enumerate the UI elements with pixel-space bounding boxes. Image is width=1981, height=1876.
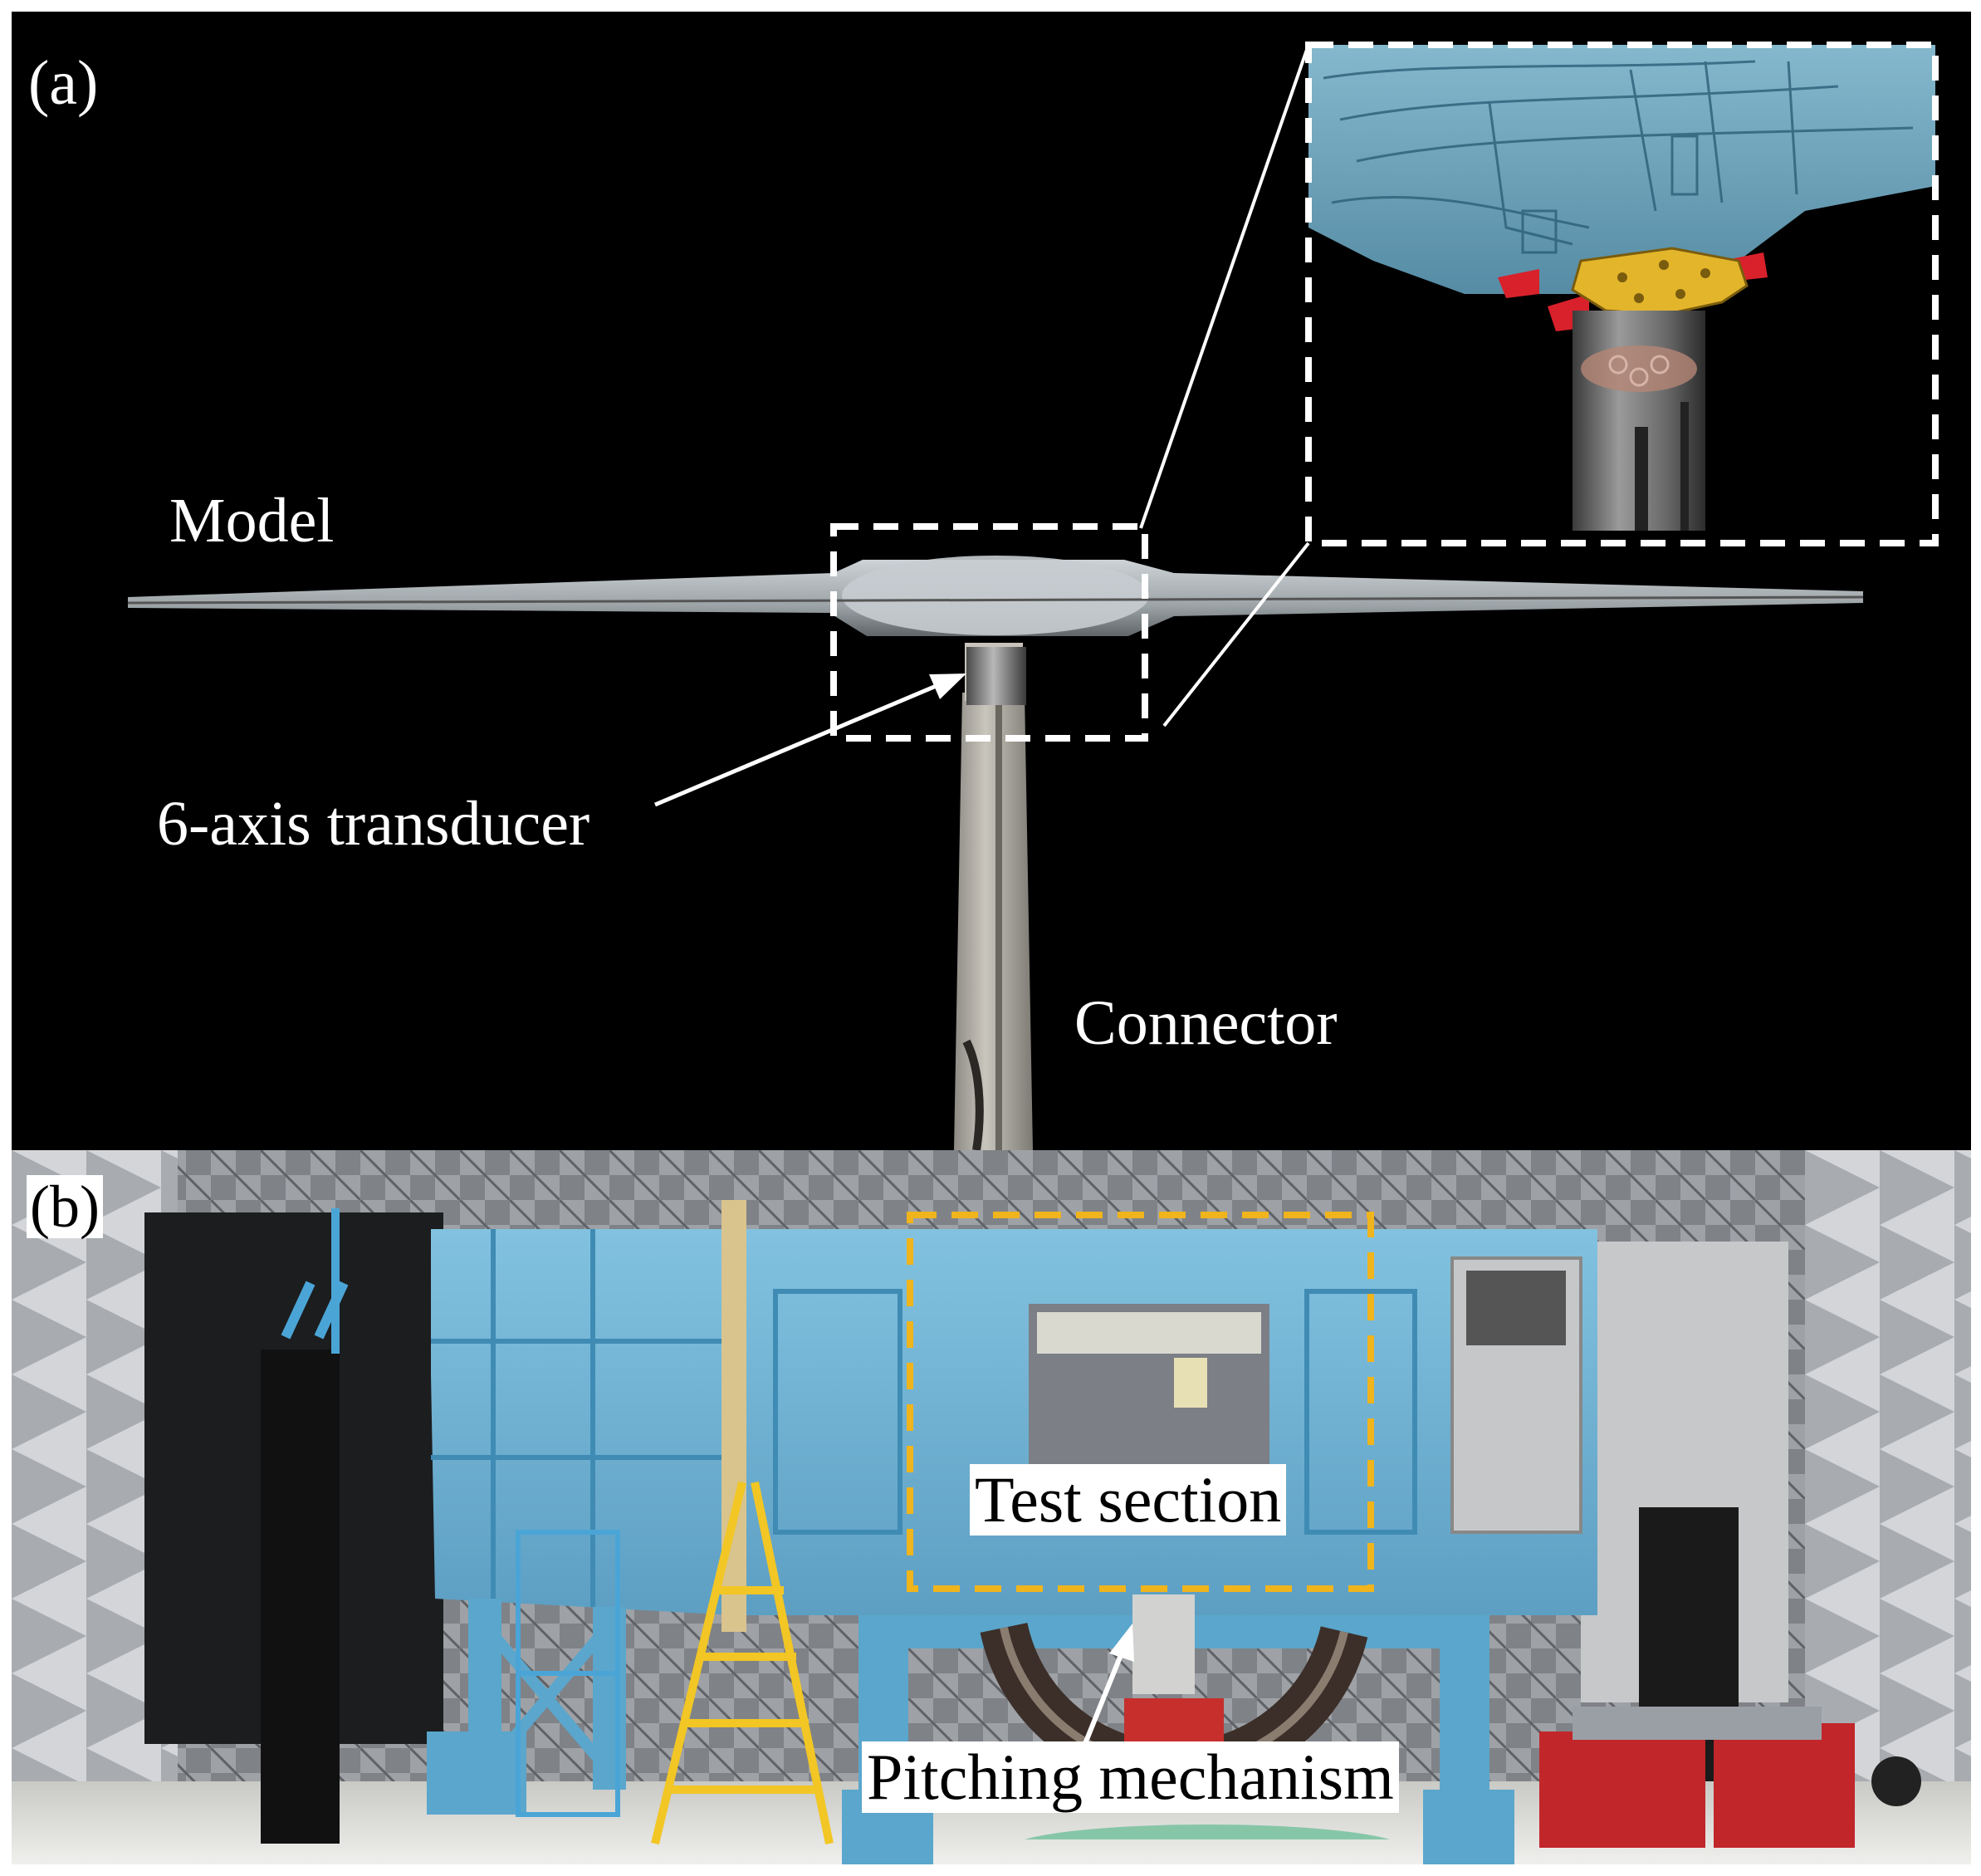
pillar-pipes bbox=[281, 1281, 349, 1340]
transducer-label: 6-axis transducer bbox=[157, 789, 590, 859]
test-section-label: Test section bbox=[970, 1464, 1287, 1536]
connector-label: Connector bbox=[1074, 988, 1338, 1058]
panel-a-tag: (a) bbox=[28, 48, 99, 118]
test-section-box bbox=[907, 1212, 1374, 1592]
cart bbox=[516, 1530, 620, 1817]
transducer-stem bbox=[966, 647, 1026, 705]
pitching-arrow bbox=[1080, 1624, 1134, 1751]
black-pillar bbox=[261, 1349, 340, 1844]
wing-model bbox=[127, 556, 1864, 636]
inset-cad-detail bbox=[1305, 42, 1939, 546]
red-equipment bbox=[1539, 1707, 1921, 1848]
panel-a-photo: (a) Model 6-axis transducer Connector bbox=[12, 12, 1971, 1150]
wind-tunnel-body bbox=[431, 1200, 1597, 1632]
frame-braces bbox=[472, 1611, 623, 1785]
detail-box-small bbox=[830, 523, 1148, 742]
pitching-mechanism-label: Pitching mechanism bbox=[862, 1741, 1399, 1813]
model-label: Model bbox=[169, 486, 335, 556]
inset-dashed-frame bbox=[1305, 42, 1939, 546]
ladder bbox=[651, 1481, 834, 1845]
callout-line-top bbox=[1139, 44, 1310, 529]
transducer-arrow bbox=[654, 673, 966, 807]
panel-b-photo: (b) Test section Pitching mechanism bbox=[12, 1150, 1971, 1864]
callout-line-bottom bbox=[1162, 541, 1310, 727]
panel-b-tag: (b) bbox=[27, 1175, 103, 1238]
connector-post bbox=[954, 643, 1033, 1150]
panel-a-scene bbox=[127, 42, 1939, 1150]
